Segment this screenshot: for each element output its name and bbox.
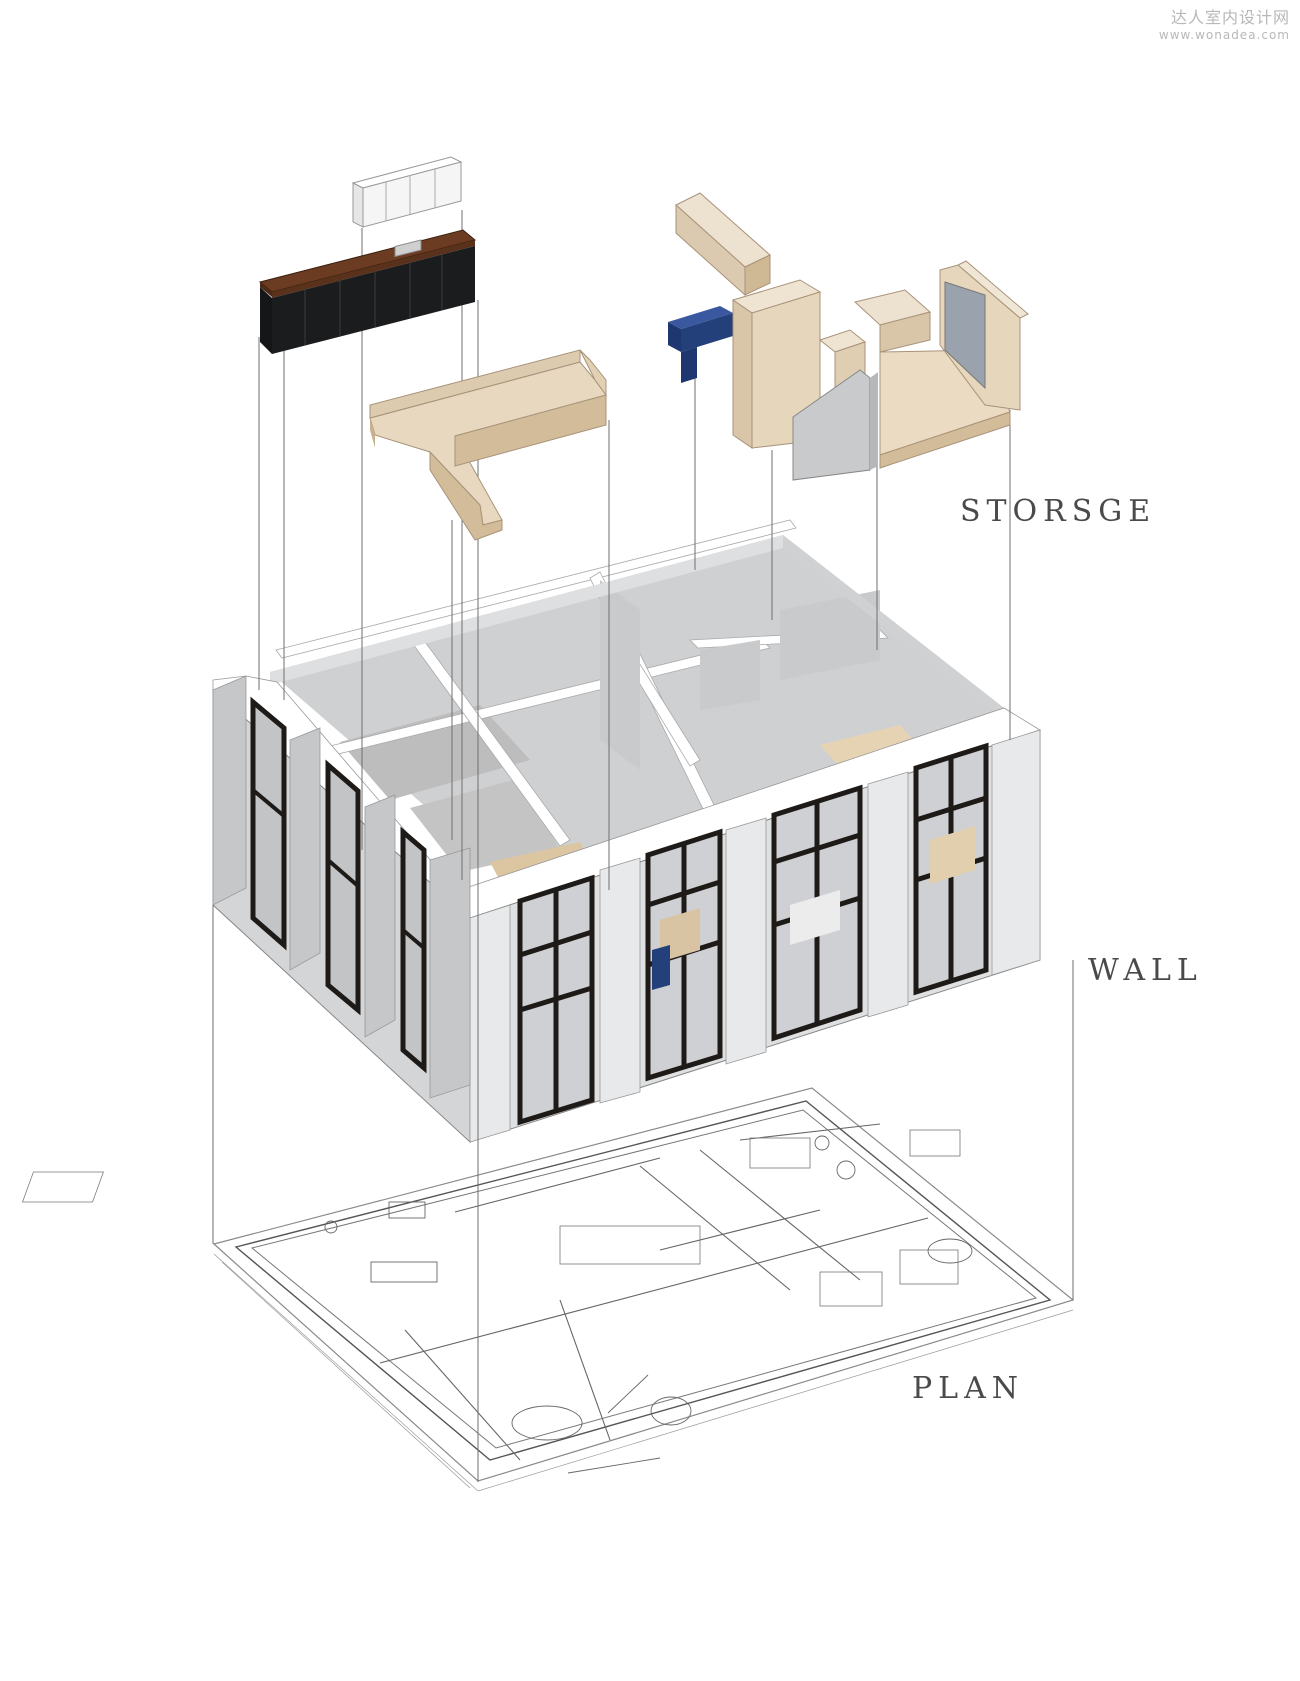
- back-wall-left: [270, 535, 783, 685]
- plan-tiles: [21, 1129, 961, 1307]
- wall-piers-left: [212, 675, 471, 1099]
- wall-layer: [212, 519, 1041, 1144]
- layer-label-storage: STORSGE: [960, 494, 1157, 529]
- storage-layer: [258, 156, 1029, 541]
- upper-wall-cabinet: [351, 156, 463, 228]
- window-front-mullions: [519, 757, 987, 1111]
- l-shaped-wood-storage: [369, 349, 607, 541]
- plan-inner-wall: [250, 1109, 1038, 1449]
- plan-fixtures: [324, 1135, 973, 1474]
- plan-outer-wall: [234, 1100, 1052, 1461]
- layer-label-plan: PLAN: [912, 1371, 1025, 1406]
- plan-layer: [21, 1087, 1075, 1492]
- back-wall-right: [783, 535, 1004, 720]
- window-left-mullions: [251, 788, 426, 950]
- layer-label-wall: WALL: [1088, 953, 1203, 988]
- plan-dimension-lines: [213, 1253, 1074, 1492]
- kitchen-counter-walnut: [258, 229, 477, 354]
- window-left-1: [250, 696, 287, 951]
- navy-blue-cabinet: [668, 306, 733, 383]
- wood-wardrobe-cluster: [675, 192, 867, 449]
- interior-partition-faces: [600, 580, 880, 770]
- bedroom-platform: [853, 260, 1029, 469]
- windows-left: [250, 696, 427, 1074]
- terrazzo-floor-room-2: [410, 778, 560, 872]
- window-interior-details: [652, 826, 975, 990]
- plan-sheet: [212, 1087, 1075, 1482]
- grey-partition-panel: [792, 369, 878, 481]
- wall-piers-front: [469, 729, 1041, 1143]
- window-left-3: [400, 826, 427, 1074]
- plan-partitions: [379, 1123, 929, 1461]
- watermark-url: www.wonadea.com: [1158, 28, 1290, 42]
- watermark-brand: 达人室内设计网: [1170, 8, 1290, 27]
- window-left-2: [325, 759, 361, 1016]
- watermark: 达人室内设计网 www.wonadea.com: [1159, 4, 1290, 42]
